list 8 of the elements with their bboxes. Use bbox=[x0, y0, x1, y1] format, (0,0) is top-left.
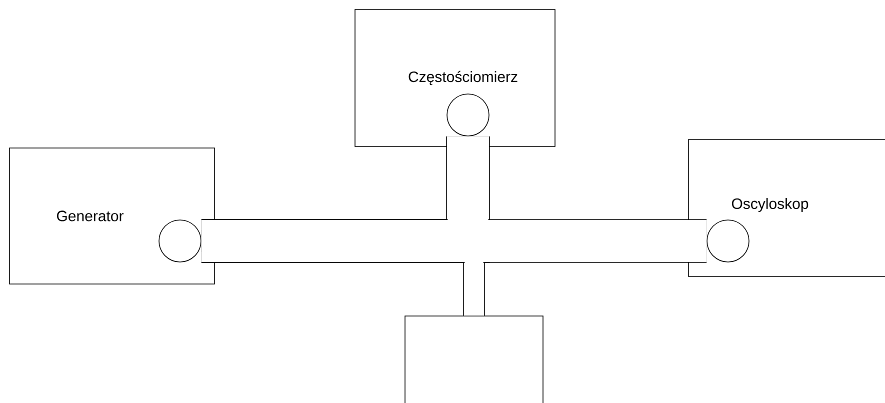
connector-socket bbox=[158, 220, 202, 262]
device-box bbox=[404, 316, 544, 403]
device-box: Częstościomierz bbox=[354, 9, 556, 147]
cable bbox=[201, 219, 707, 263]
connector-socket bbox=[706, 220, 750, 262]
device-box: Generator bbox=[9, 148, 215, 284]
connector-socket bbox=[446, 94, 490, 136]
device-box: Oscyloskop bbox=[688, 139, 885, 277]
